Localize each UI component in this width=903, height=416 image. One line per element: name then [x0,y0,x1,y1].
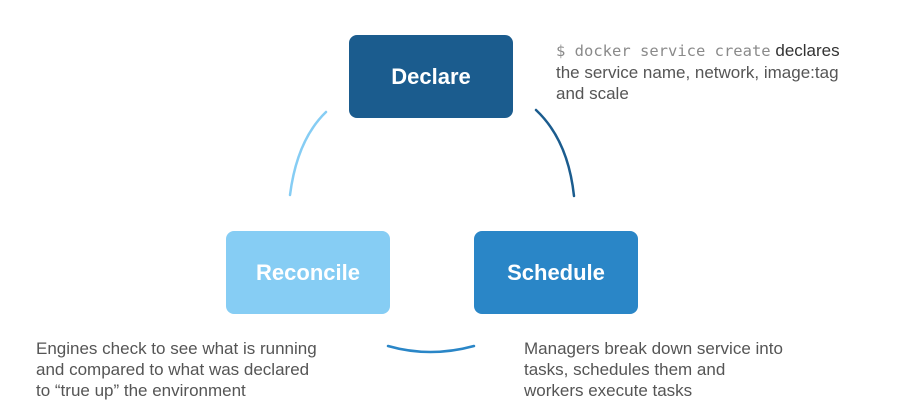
declare-description-line1: $ docker service create declares [556,40,840,62]
schedule-label: Schedule [507,259,605,285]
arc-declare-to-schedule [534,108,576,198]
schedule-description-line3: workers execute tasks [524,381,693,400]
arc-schedule-to-reconcile [386,344,476,354]
schedule-description-line1: Managers break down service into [524,339,783,358]
arc-reconcile-to-declare [288,110,328,197]
declare-description-line3: and scale [556,84,629,103]
reconcile-box: Reconcile [226,231,390,314]
schedule-description: Managers break down service into tasks, … [524,338,783,401]
reconcile-label: Reconcile [256,259,360,285]
declare-label: Declare [391,63,471,89]
schedule-box: Schedule [474,231,638,314]
declare-description-line2: the service name, network, image:tag [556,63,839,82]
schedule-description-line2: tasks, schedules them and [524,360,726,379]
reconcile-description: Engines check to see what is running and… [36,338,317,401]
declare-verb: declares [775,41,840,60]
reconcile-description-line3: to “true up” the environment [36,381,246,400]
reconcile-description-line1: Engines check to see what is running [36,339,317,358]
reconcile-description-line2: and compared to what was declared [36,360,310,379]
declare-description: $ docker service create declares the ser… [556,40,840,104]
declare-box: Declare [349,35,513,118]
declare-command: $ docker service create [556,42,771,60]
